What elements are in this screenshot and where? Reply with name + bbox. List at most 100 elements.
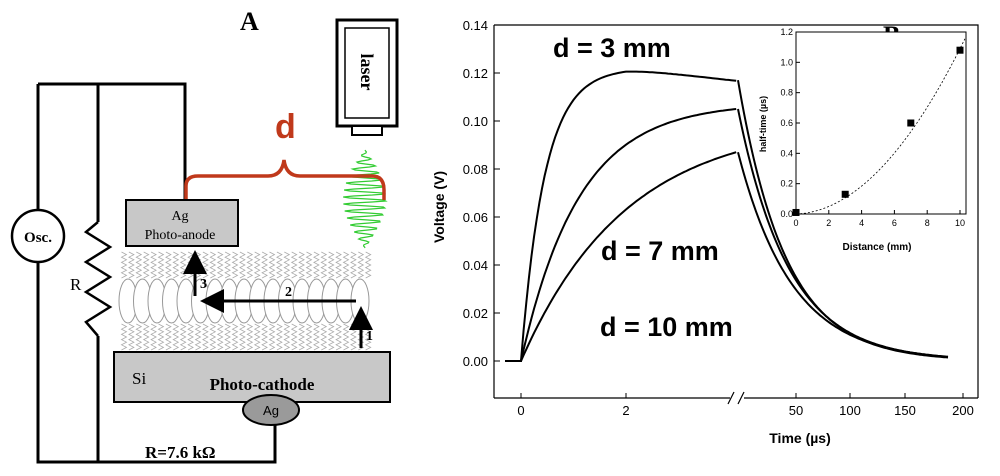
lipid-chain <box>157 251 165 279</box>
voltage-curve-3 <box>505 151 737 362</box>
lipid-chain <box>150 323 157 351</box>
y-tick-label: 0.12 <box>463 66 488 81</box>
inset-y-tick-label: 0.4 <box>780 148 793 158</box>
inset-frame <box>795 31 967 215</box>
voltage-chart-curves <box>505 70 949 362</box>
lipid-chain <box>142 323 150 351</box>
lipid-chain <box>305 323 313 351</box>
voltage-curve-2 <box>505 108 737 362</box>
lipid-chain <box>216 251 224 279</box>
inset-y-tick-label: 1.2 <box>780 27 793 37</box>
distance-label: d <box>275 108 296 146</box>
resistor-value: R=7.6 kΩ <box>145 443 216 462</box>
lipid-chain <box>253 323 261 351</box>
arrow-3-label: 3 <box>200 277 207 292</box>
lipid-chain <box>202 251 209 279</box>
voltage-curve-1 <box>505 70 737 362</box>
inset-x-tick-label: 6 <box>892 218 897 228</box>
anode-ag-label: Ag <box>171 209 188 224</box>
lipid-chain <box>305 251 313 279</box>
cathode-si-label: Si <box>132 369 146 388</box>
lipid-chain <box>231 251 239 279</box>
lipid-chain <box>246 251 254 279</box>
x-axis-title: Time (µs) <box>769 430 831 446</box>
lipid-chain <box>335 323 342 351</box>
ag-contact-label: Ag <box>263 403 279 418</box>
x-tick-label: 200 <box>952 403 974 418</box>
lipid-chain <box>172 251 180 279</box>
x-tick-label: 2 <box>622 403 629 418</box>
lipid-chain <box>283 323 291 351</box>
lipid-chain <box>268 323 276 351</box>
lipid-chain <box>135 251 143 279</box>
inset-x-tick-label: 8 <box>925 218 930 228</box>
panel-a: A Osc. R R=7.6 kΩ laser d Ag <box>10 7 399 464</box>
lipid-chain <box>298 251 305 279</box>
lipid-chain <box>239 251 246 279</box>
axis-break <box>737 391 745 405</box>
distance-bracket <box>184 159 386 200</box>
inset-x-tick-label: 10 <box>955 218 965 228</box>
inset-y-tick-label: 0.8 <box>780 88 793 98</box>
lipid-chain <box>364 251 372 279</box>
lipid-chain <box>298 323 305 351</box>
voltage-decay-3 <box>737 151 949 358</box>
y-tick-label: 0.10 <box>463 114 488 129</box>
circuit-wires <box>36 82 277 464</box>
lipid-chain <box>120 323 128 351</box>
y-axis-title: Voltage (V) <box>431 171 447 243</box>
lipid-chain <box>350 251 357 279</box>
axis-break <box>727 391 735 405</box>
lipid-chain <box>261 251 268 279</box>
arrow-1-label: 1 <box>366 329 373 344</box>
lipid-chain <box>187 323 194 351</box>
lipid-chain <box>142 251 150 279</box>
cathode-label: Photo-cathode <box>210 375 315 394</box>
series-label-7mm: d = 7 mm <box>601 236 719 266</box>
panel-a-label: A <box>240 7 259 36</box>
x-tick-label: 100 <box>839 403 861 418</box>
inset-x-tick-label: 2 <box>826 218 831 228</box>
laser-icon <box>335 18 399 136</box>
inset-data-point <box>907 119 915 127</box>
inset-y-tick-label: 0.0 <box>780 209 793 219</box>
inset-y-axis-title: half-time (µs) <box>758 96 768 152</box>
y-tick-label: 0.04 <box>463 258 488 273</box>
series-label-3mm: d = 3 mm <box>553 33 671 63</box>
lipid-chain <box>224 251 231 279</box>
x-tick-label: 150 <box>894 403 916 418</box>
lipid-chain <box>357 251 365 279</box>
resistor-icon <box>83 221 113 337</box>
lipid-chain <box>290 251 298 279</box>
lipid-chain <box>179 323 187 351</box>
arrow-2-label: 2 <box>285 285 292 300</box>
ag-contact <box>242 394 300 426</box>
y-tick-label: 0.14 <box>463 18 488 33</box>
inset-y-tick-label: 1.0 <box>780 57 793 67</box>
lipid-chain <box>283 251 291 279</box>
lipid-chain <box>342 251 350 279</box>
plot-frame <box>494 24 979 398</box>
y-tick-label: 0.00 <box>463 354 488 369</box>
lipid-chain <box>320 323 328 351</box>
lipid-chain <box>128 251 135 279</box>
oscilloscope-label: Osc. <box>24 230 52 246</box>
y-tick-label: 0.08 <box>463 162 488 177</box>
inset-y-tick-label: 0.6 <box>780 118 793 128</box>
lipid-chain <box>150 251 157 279</box>
lipid-chain <box>268 251 276 279</box>
inset-chart-marks <box>792 38 966 216</box>
lipid-chain <box>128 323 135 351</box>
lipid-chain <box>276 251 283 279</box>
lipid-chain <box>172 323 180 351</box>
x-tick-label: 0 <box>517 403 524 418</box>
lipid-chain <box>350 323 357 351</box>
lipid-chain <box>224 323 231 351</box>
lipid-chain <box>231 323 239 351</box>
lipid-chain <box>135 323 143 351</box>
lipid-chain <box>261 323 268 351</box>
